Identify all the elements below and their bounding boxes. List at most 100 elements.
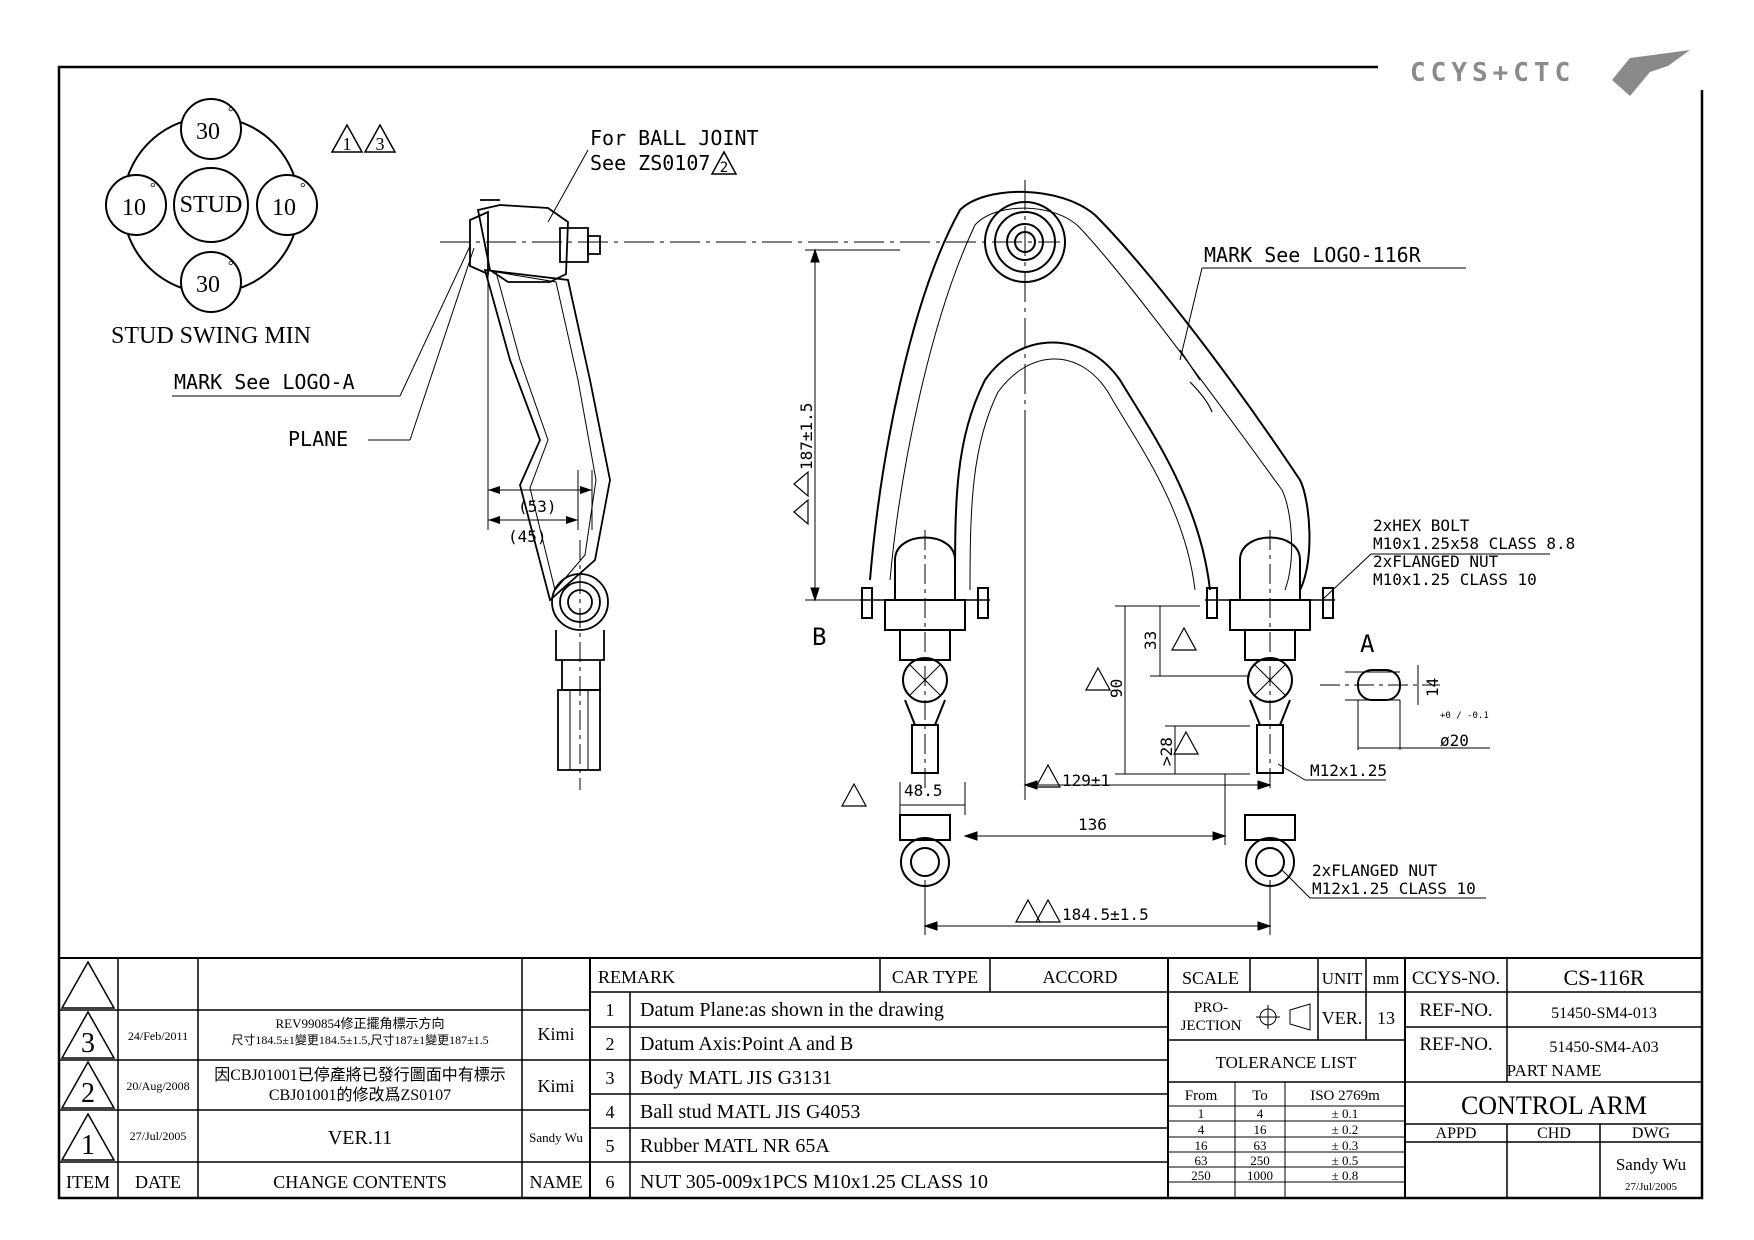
tol-value: ± 0.1: [1332, 1106, 1359, 1121]
tol-header-iso: ISO 2769m: [1310, 1088, 1380, 1104]
dim-48-5: 48.5: [904, 781, 943, 800]
degree-mark: °: [150, 181, 156, 196]
triangle-number: 3: [376, 134, 385, 154]
dim-136: 136: [1078, 815, 1107, 834]
rev-content: 因CBJ01001已停產將已發行圖面中有標示: [214, 1066, 506, 1084]
part-name-value: CONTROL ARM: [1461, 1091, 1647, 1120]
rev-date: 24/Feb/2011: [128, 1029, 188, 1043]
revision-marks-top: 1 3: [330, 123, 397, 154]
note-hex-bolt: 2xHEX BOLT: [1373, 516, 1470, 535]
appd-label: APPD: [1436, 1125, 1477, 1142]
rev-mark: 1: [81, 1130, 95, 1161]
rev-name: Sandy Wu: [529, 1130, 583, 1145]
ref-no-value: 51450-SM4-A03: [1549, 1039, 1658, 1056]
dim-184-5: 184.5±1.5: [1062, 905, 1149, 924]
tol-from: 1: [1198, 1106, 1205, 1121]
side-view-dimensions: (53) (45): [487, 270, 593, 546]
tol-value: ± 0.5: [1332, 1153, 1359, 1168]
remark-text: Ball stud MATL JIS G4053: [640, 1101, 860, 1123]
dim-20: ø20: [1440, 731, 1469, 750]
scale-label: SCALE: [1182, 968, 1239, 988]
swing-caption: STUD SWING MIN: [111, 323, 311, 349]
tol-value: ± 0.8: [1332, 1168, 1359, 1183]
rev-content: 尺寸184.5±1變更184.5±1.5,尺寸187±1變更187±1.5: [231, 1032, 488, 1047]
dim-53: (53): [518, 497, 557, 516]
dim-45: (45): [508, 527, 547, 546]
rev-content: CBJ01001的修改爲ZS0107: [269, 1086, 451, 1104]
note-flanged-nut-spec: M10x1.25 CLASS 10: [1373, 570, 1537, 589]
header-date: DATE: [135, 1172, 181, 1192]
dim-129: 129±1: [1062, 771, 1110, 790]
remark-header: REMARK: [598, 967, 675, 987]
tol-to: 4: [1257, 1106, 1264, 1121]
title-block: [59, 957, 1702, 1198]
ccys-no-label: CCYS-NO.: [1412, 968, 1500, 989]
header-change-contents: CHANGE CONTENTS: [273, 1172, 447, 1192]
ccys-no-value: CS-116R: [1563, 965, 1644, 990]
remark-number: 1: [606, 1000, 615, 1020]
ver-value: 13: [1377, 1008, 1395, 1028]
note-m12: M12x1.25: [1310, 761, 1387, 780]
remark-text: NUT 305-009x1PCS M10x1.25 CLASS 10: [640, 1171, 988, 1193]
remark-number: 2: [606, 1034, 615, 1054]
drawn-date: 27/Jul/2005: [1625, 1181, 1677, 1193]
tol-header-to: To: [1252, 1088, 1268, 1104]
part-name-label: PART NAME: [1507, 1061, 1602, 1080]
ref-no-label: REF-NO.: [1419, 1034, 1492, 1055]
stud-swing-diagram: 30 30 10 10 STUD ° ° ° ° STUD SWING MIN: [105, 98, 318, 349]
note-ball-joint: For BALL JOINT: [590, 126, 759, 150]
tol-value: ± 0.3: [1332, 1138, 1359, 1153]
side-view-drawing: [440, 199, 1060, 790]
spec-table: SCALE UNIT mm PRO- JECTION VER. 13 TOLER…: [1181, 968, 1400, 1183]
remark-number: 5: [606, 1136, 615, 1156]
tol-header-from: From: [1185, 1088, 1218, 1104]
rev-name: Kimi: [537, 1024, 574, 1044]
note-see-zs0107: See ZS0107: [590, 151, 710, 175]
tol-value: ± 0.2: [1332, 1122, 1359, 1137]
tol-to: 1000: [1247, 1168, 1273, 1183]
car-type-value: ACCORD: [1042, 967, 1117, 987]
swing-right-value: 10: [272, 195, 296, 221]
remark-text: Rubber MATL NR 65A: [640, 1135, 830, 1157]
projection-label: PRO-: [1194, 1000, 1228, 1016]
note-flanged-nut: 2xFLANGED NUT: [1373, 552, 1499, 571]
tol-to: 16: [1254, 1122, 1268, 1137]
remarks-table: REMARK CAR TYPE ACCORD 1 Datum Plane:as …: [598, 967, 1118, 1193]
note-hex-bolt-spec: M10x1.25x58 CLASS 8.8: [1373, 534, 1575, 553]
dim-33: 33: [1141, 631, 1160, 650]
tol-from: 250: [1191, 1168, 1211, 1183]
note-plane: PLANE: [288, 427, 348, 451]
tol-from: 63: [1195, 1153, 1208, 1168]
point-a-label: A: [1360, 630, 1375, 658]
dim-20-tolerance: +0 / -0.1: [1440, 711, 1489, 721]
remark-text: Body MATL JIS G3131: [640, 1067, 832, 1089]
tol-to: 250: [1250, 1153, 1270, 1168]
remark-number: 6: [606, 1172, 615, 1192]
degree-mark: °: [228, 259, 234, 274]
callout-notes: For BALL JOINT See ZS0107 2 MARK See LOG…: [172, 126, 1575, 899]
swing-left-value: 10: [122, 195, 146, 221]
drawing-border: [57, 65, 1704, 1200]
projection-label: JECTION: [1181, 1018, 1242, 1034]
tolerance-title: TOLERANCE LIST: [1216, 1053, 1357, 1072]
rev-mark: 2: [81, 1078, 95, 1109]
logo-wing-icon: [1612, 50, 1690, 96]
rev-date: 27/Jul/2005: [130, 1129, 187, 1143]
rev-mark: 3: [81, 1028, 95, 1059]
rev-content: REV990854修正擺角標示方向: [275, 1016, 444, 1031]
degree-mark: °: [300, 181, 306, 196]
revision-table: 3 24/Feb/2011 REV990854修正擺角標示方向 尺寸184.5±…: [66, 1016, 583, 1192]
remark-text: Datum Axis:Point A and B: [640, 1033, 853, 1055]
front-view-drawing: [860, 180, 1440, 887]
front-view-dimensions: 187±1.5 33 90 >28 14 ø20 +0 / -0.1 48.5: [793, 248, 1490, 935]
chd-label: CHD: [1537, 1125, 1571, 1142]
header-item: ITEM: [66, 1172, 110, 1192]
ref-no-label: REF-NO.: [1419, 1000, 1492, 1021]
ver-label: VER.: [1322, 1008, 1363, 1028]
company-logo: CCYS+CTC: [1410, 50, 1690, 96]
logo-text: CCYS+CTC: [1410, 58, 1575, 88]
note-flanged-nut-m12-spec: M12x1.25 CLASS 10: [1312, 879, 1476, 898]
remark-number: 4: [606, 1102, 615, 1122]
tol-from: 4: [1198, 1122, 1205, 1137]
